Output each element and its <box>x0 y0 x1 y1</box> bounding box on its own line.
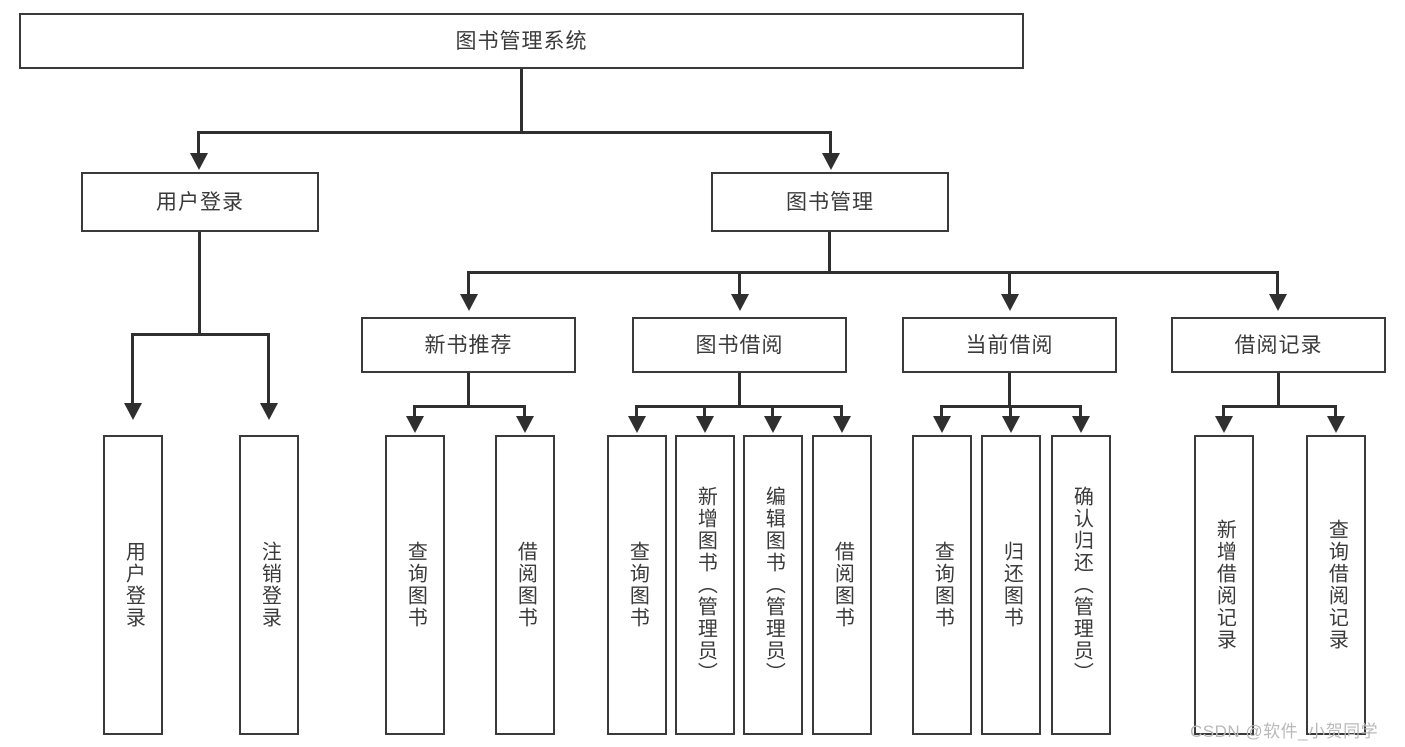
node-label: 查询图书 <box>626 541 649 629</box>
connector-root-drop-right <box>829 131 832 155</box>
leaf-cb-query-book[interactable]: 查询图书 <box>912 435 972 735</box>
node-new-book-recommend[interactable]: 新书推荐 <box>361 317 576 373</box>
arrow-to-bb-leaf-1 <box>628 416 646 433</box>
arrow-to-nbr-leaf-2 <box>516 416 534 433</box>
connector-root-drop-left <box>197 131 200 155</box>
leaf-cb-return-book[interactable]: 归还图书 <box>981 435 1041 735</box>
leaf-bb-edit-book-admin[interactable]: 编辑图书（管理员） <box>743 435 803 735</box>
node-label: 编辑图书（管理员） <box>762 486 785 684</box>
node-user-login[interactable]: 用户登录 <box>81 172 319 232</box>
connector-root-bus <box>197 131 832 134</box>
connector-bb-drop-1 <box>635 405 638 418</box>
connector-cb-drop-2 <box>1009 405 1012 418</box>
leaf-br-add-record[interactable]: 新增借阅记录 <box>1194 435 1254 735</box>
connector-book-manage-stem <box>828 232 831 274</box>
connector-bm-drop-2 <box>738 271 741 296</box>
connector-br-drop-2 <box>1334 405 1337 418</box>
connector-bm-drop-3 <box>1008 271 1011 296</box>
node-label: 查询图书 <box>931 541 954 629</box>
leaf-bb-borrow-book[interactable]: 借阅图书 <box>812 435 872 735</box>
connector-bm-drop-4 <box>1276 271 1279 296</box>
node-label: 注销登录 <box>258 541 281 629</box>
connector-cb-stem <box>1008 373 1011 408</box>
node-label: 用户登录 <box>156 190 244 214</box>
node-label: 借阅图书 <box>831 541 854 629</box>
node-label: 图书管理系统 <box>455 29 588 53</box>
leaf-cb-confirm-return-admin[interactable]: 确认归还（管理员） <box>1051 435 1111 735</box>
node-label: 查询图书 <box>404 541 427 629</box>
connector-br-bus <box>1222 405 1337 408</box>
arrow-to-cb-leaf-1 <box>933 416 951 433</box>
node-label: 当前借阅 <box>965 333 1054 357</box>
leaf-user-login[interactable]: 用户登录 <box>103 435 163 735</box>
arrow-to-nbr-leaf-1 <box>406 416 424 433</box>
connector-bb-drop-3 <box>771 405 774 418</box>
node-label: 归还图书 <box>1000 541 1023 629</box>
connector-nbr-stem <box>467 373 470 408</box>
node-label: 查询借阅记录 <box>1325 519 1348 651</box>
arrow-to-cb-leaf-2 <box>1002 416 1020 433</box>
csdn-watermark: CSDN @软件_小贺同学 <box>1190 722 1379 741</box>
arrow-to-user-login <box>190 153 208 170</box>
connector-bb-stem <box>738 373 741 408</box>
arrow-to-logout-leaf <box>260 403 278 420</box>
node-label: 图书借阅 <box>695 333 784 357</box>
connector-nbr-drop-2 <box>523 405 526 418</box>
node-label: 新增借阅记录 <box>1213 519 1236 651</box>
arrow-to-book-borrow <box>731 294 749 311</box>
node-borrow-record[interactable]: 借阅记录 <box>1171 317 1386 373</box>
node-label: 新增图书（管理员） <box>694 486 717 684</box>
arrow-to-bb-leaf-2 <box>696 416 714 433</box>
leaf-br-query-record[interactable]: 查询借阅记录 <box>1306 435 1366 735</box>
connector-nbr-bus <box>413 405 526 408</box>
connector-cb-drop-3 <box>1079 405 1082 418</box>
node-current-borrow[interactable]: 当前借阅 <box>902 317 1117 373</box>
arrow-to-bb-leaf-4 <box>833 416 851 433</box>
node-book-borrow[interactable]: 图书借阅 <box>632 317 847 373</box>
node-book-manage[interactable]: 图书管理 <box>711 172 949 232</box>
node-label: 图书管理 <box>786 190 874 214</box>
node-label: 借阅图书 <box>514 541 537 629</box>
node-label: 借阅记录 <box>1234 333 1323 357</box>
arrow-to-cb-leaf-3 <box>1072 416 1090 433</box>
arrow-to-book-manage <box>822 153 840 170</box>
connector-user-login-stem <box>198 232 201 336</box>
node-label: 确认归还（管理员） <box>1070 486 1093 684</box>
arrow-to-br-leaf-2 <box>1327 416 1345 433</box>
arrow-to-br-leaf-1 <box>1215 416 1233 433</box>
connector-bb-bus <box>635 405 843 408</box>
arrow-to-user-login-leaf <box>124 403 142 420</box>
arrow-to-borrow-record <box>1269 294 1287 311</box>
leaf-nbr-borrow-book[interactable]: 借阅图书 <box>495 435 555 735</box>
arrow-to-new-book-recommend <box>460 294 478 311</box>
leaf-bb-add-book-admin[interactable]: 新增图书（管理员） <box>675 435 735 735</box>
node-label: 用户登录 <box>122 541 145 629</box>
connector-br-drop-1 <box>1222 405 1225 418</box>
connector-user-login-drop-1 <box>131 333 134 405</box>
connector-bb-drop-2 <box>703 405 706 418</box>
node-root-system[interactable]: 图书管理系统 <box>19 13 1024 69</box>
arrow-to-bb-leaf-3 <box>764 416 782 433</box>
connector-bb-drop-4 <box>840 405 843 418</box>
connector-nbr-drop-1 <box>413 405 416 418</box>
connector-root-stem <box>520 69 523 133</box>
connector-br-stem <box>1277 373 1280 408</box>
connector-book-manage-bus <box>467 271 1279 274</box>
connector-user-login-drop-2 <box>267 333 270 405</box>
leaf-nbr-query-book[interactable]: 查询图书 <box>385 435 445 735</box>
arrow-to-current-borrow <box>1001 294 1019 311</box>
connector-user-login-bus <box>131 333 270 336</box>
leaf-bb-query-book[interactable]: 查询图书 <box>607 435 667 735</box>
connector-bm-drop-1 <box>467 271 470 296</box>
leaf-logout[interactable]: 注销登录 <box>239 435 299 735</box>
connector-cb-drop-1 <box>940 405 943 418</box>
node-label: 新书推荐 <box>424 333 513 357</box>
